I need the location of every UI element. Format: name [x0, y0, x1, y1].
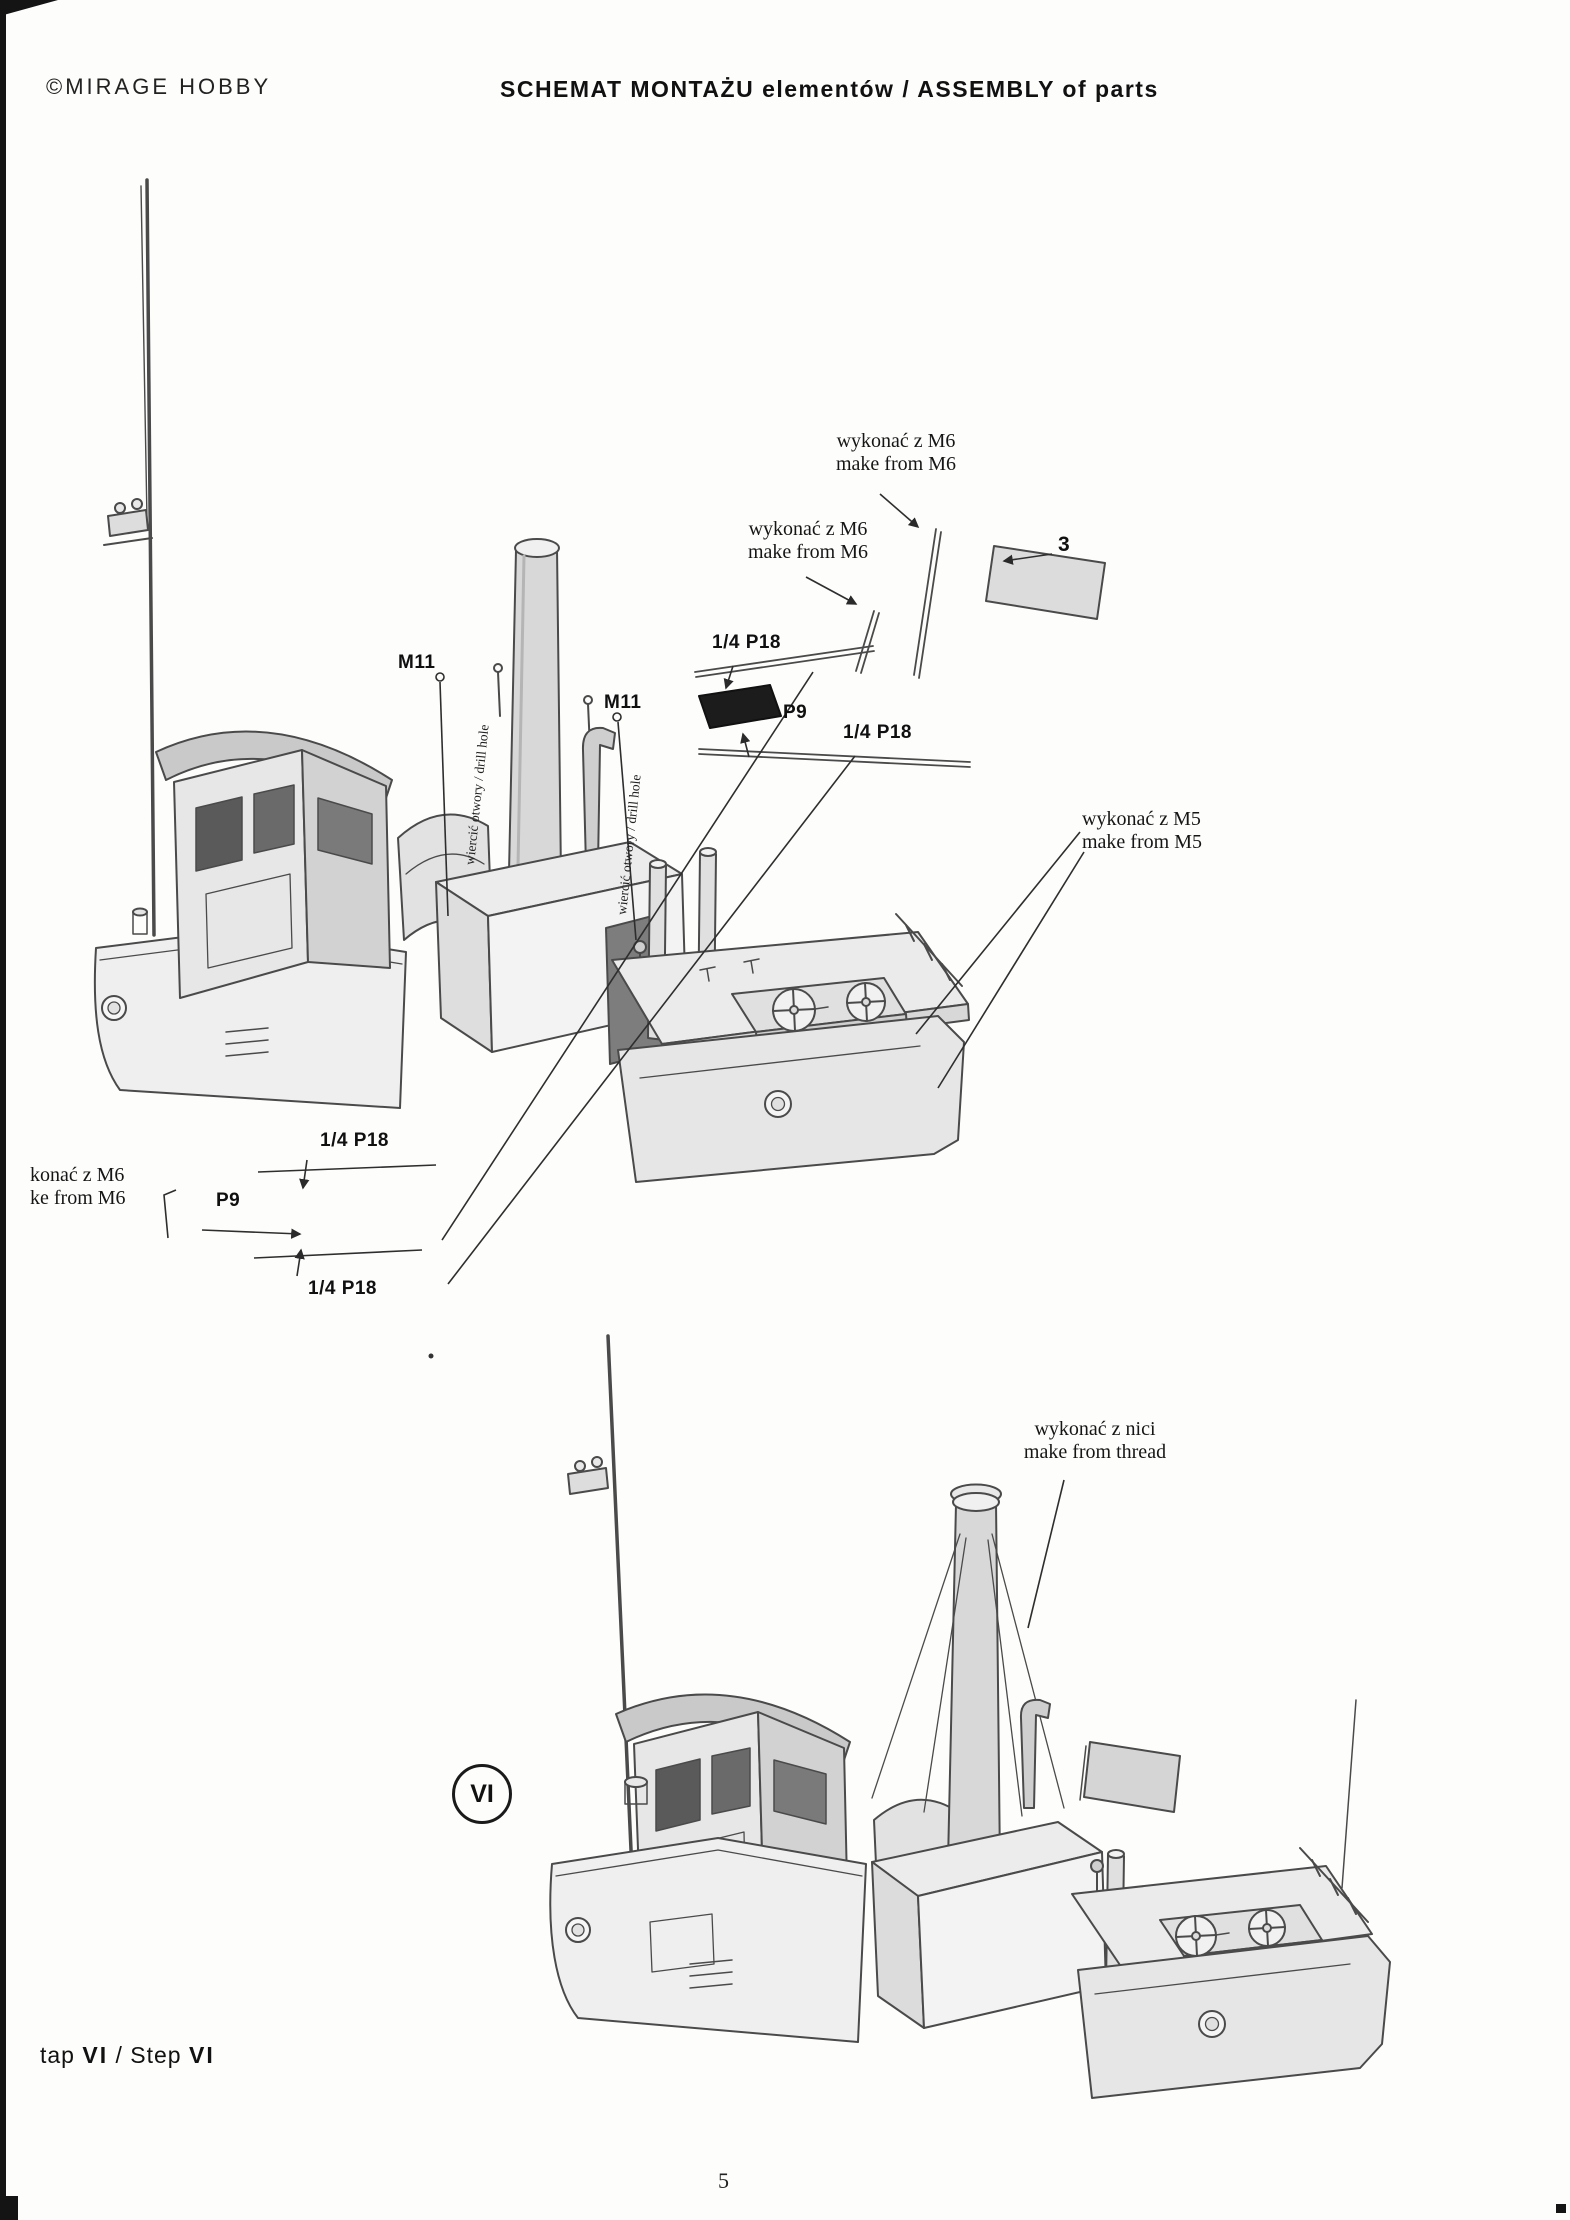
stern-hull: [617, 1015, 965, 1183]
step-caption-numeral-2: VI: [188, 2042, 215, 2068]
label-p18-left-bottom: 1/4 P18: [308, 1278, 377, 1299]
label-p9: P9: [783, 702, 808, 723]
bottom-assembled-view: [549, 1334, 1391, 2099]
step-caption-numeral-1: VI: [82, 2042, 109, 2068]
front-hull-assembled: [549, 1776, 867, 2043]
steam-pipe-assembled: [1019, 1698, 1051, 1809]
label-make-from-thread: wykonać z nici make from thread: [1023, 1418, 1167, 1463]
label-make-from-m6-top: wykonać z M6 make from M6: [836, 430, 956, 475]
step-caption-separator: / Step: [108, 2042, 189, 2068]
scan-artifact-left-edge: [0, 0, 6, 2212]
m6-rods: [855, 528, 942, 679]
step-caption-prefix: tap: [40, 2042, 83, 2068]
label-m11-right: M11: [604, 692, 642, 713]
wheelhouse: [155, 730, 393, 999]
step-badge: VI: [452, 1764, 512, 1824]
page-number: 5: [718, 2168, 729, 2193]
step-caption: tap VI / Step VI: [40, 2042, 215, 2069]
mid-hull-assembled: [871, 1821, 1107, 2029]
scan-artifact-top-left-wedge: [0, 0, 58, 16]
steam-pipe: [581, 726, 616, 867]
p9-part: [698, 684, 782, 729]
scan-artifact-bottom-right: [1556, 2204, 1566, 2213]
label-make-from-m5: wykonać z M5 make from M5: [1082, 808, 1202, 853]
stern-hull-assembled: [1077, 1935, 1391, 2099]
flag-panel-assembled: [1079, 1741, 1181, 1813]
label-make-from-m6-cutoff: konać z M6 ke from M6: [30, 1164, 126, 1209]
bottom-leader-lines: [1027, 1479, 1065, 1629]
funnel-assembled: [947, 1483, 1002, 1873]
label-part-3: 3: [1058, 533, 1071, 556]
top-leader-lines: [163, 493, 1085, 1285]
top-exploded-view: [93, 178, 1106, 1359]
label-p18-mid: 1/4 P18: [843, 722, 912, 743]
scan-dot: [428, 1353, 434, 1359]
label-p18-top: 1/4 P18: [712, 632, 781, 653]
p18-strips: [694, 645, 971, 768]
page-title: SCHEMAT MONTAŻU elementów / ASSEMBLY of …: [500, 76, 1159, 102]
label-make-from-m6-mid: wykonać z M6 make from M6: [748, 518, 868, 563]
funnel-stays: [871, 1533, 1065, 1817]
label-p18-left-top: 1/4 P18: [320, 1130, 389, 1151]
flag-panel: [985, 545, 1106, 620]
funnel: [508, 538, 562, 883]
publisher-copyright: ©MIRAGE HOBBY: [46, 74, 272, 99]
label-p9-left: P9: [216, 1190, 241, 1211]
rear-deck-assembled: [1071, 1699, 1373, 1971]
mast-assembled: [567, 1334, 634, 1874]
label-m11-left: M11: [398, 652, 436, 673]
scan-artifact-bottom-left: [0, 2196, 18, 2220]
mast: [103, 178, 156, 937]
